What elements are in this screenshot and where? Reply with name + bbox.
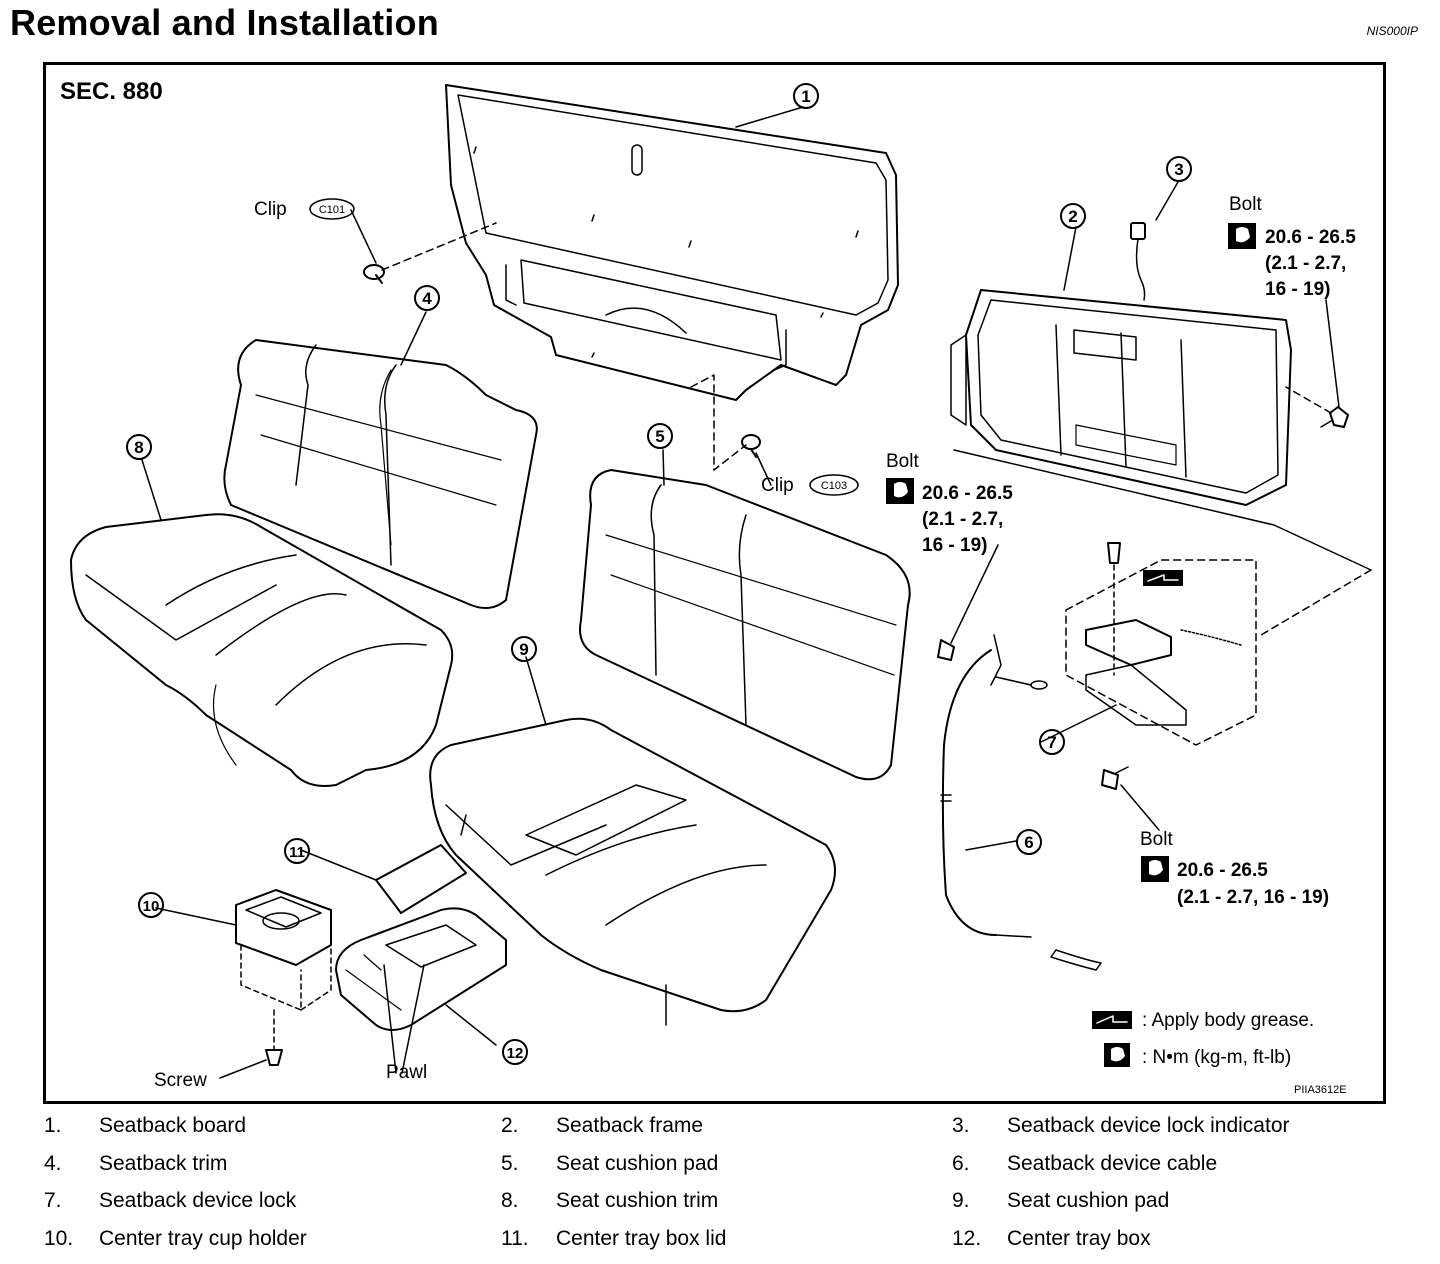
callout-2: 2 xyxy=(1068,207,1077,226)
center-tray-box-lid-drawing xyxy=(376,845,466,913)
callout-11: 11 xyxy=(289,844,305,861)
legend-grease-text: : Apply body grease. xyxy=(1142,1010,1314,1031)
callout-9: 9 xyxy=(519,640,528,659)
center-tray-box-drawing xyxy=(336,908,506,1030)
seat-cushion-trim-drawing xyxy=(71,514,452,786)
part-number: 8. xyxy=(501,1189,519,1213)
part-number: 5. xyxy=(501,1152,519,1176)
part-number: 4. xyxy=(44,1152,62,1176)
part-name: Seatback device lock indicator xyxy=(1007,1114,1290,1138)
legend-torque-text: : N•m (kg-m, ft-lb) xyxy=(1142,1047,1291,1068)
legend: : Apply body grease. : N•m (kg-m, ft-lb) xyxy=(1092,1010,1314,1068)
part-name: Seatback device cable xyxy=(1007,1152,1217,1176)
part-number: 12. xyxy=(952,1227,981,1251)
part-name: Center tray box xyxy=(1007,1227,1151,1251)
section-label: SEC. 880 xyxy=(60,78,163,105)
callout-4: 4 xyxy=(422,289,432,308)
callout-8: 8 xyxy=(134,438,143,457)
grease-icon xyxy=(1143,570,1183,586)
seat-cushion-pad-back-drawing xyxy=(580,470,910,779)
clip-c103-label: Clip xyxy=(761,475,794,496)
part-number: 7. xyxy=(44,1189,62,1213)
parts-row: 10. Center tray cup holder 11. Center tr… xyxy=(44,1227,1404,1264)
grease-icon xyxy=(1092,1011,1132,1029)
callout-5: 5 xyxy=(655,427,664,446)
callout-3: 3 xyxy=(1174,160,1183,179)
bolt-a-sub1: (2.1 - 2.7, xyxy=(1265,253,1346,274)
torque-icon xyxy=(1104,1043,1130,1067)
leader-lines xyxy=(142,107,1371,1078)
part-name: Seatback board xyxy=(99,1114,246,1138)
figure-code: PIIA3612E xyxy=(1294,1084,1347,1096)
part-number: 10. xyxy=(44,1227,73,1251)
bolt-c-torque: 20.6 - 26.5 xyxy=(1177,860,1268,881)
torque-icon xyxy=(1228,223,1256,249)
callout-1: 1 xyxy=(801,87,810,106)
part-number: 9. xyxy=(952,1189,970,1213)
clip-c101-label: Clip xyxy=(254,199,287,220)
part-name: Seat cushion pad xyxy=(556,1152,718,1176)
document-code: NIS000IP xyxy=(1367,24,1418,38)
part-name: Center tray cup holder xyxy=(99,1227,307,1251)
bolt-c-label: Bolt xyxy=(1140,829,1173,850)
clip-c101-drawing xyxy=(364,265,384,283)
part-name: Seat cushion trim xyxy=(556,1189,718,1213)
screw-label: Screw xyxy=(154,1070,207,1091)
page-title: Removal and Installation xyxy=(10,2,439,44)
parts-list: 1. Seatback board 2. Seatback frame 3. S… xyxy=(44,1114,1404,1264)
bolt-b-sub2: 16 - 19) xyxy=(922,535,987,556)
part-name: Seatback frame xyxy=(556,1114,703,1138)
bolt-a-torque: 20.6 - 26.5 xyxy=(1265,227,1356,248)
seat-cushion-pad-seat-drawing xyxy=(430,719,835,1025)
part-name: Seatback device lock xyxy=(99,1189,296,1213)
bolt-a-label: Bolt xyxy=(1229,194,1262,215)
part-number: 2. xyxy=(501,1114,519,1138)
part-number: 6. xyxy=(952,1152,970,1176)
callout-12: 12 xyxy=(507,1045,524,1062)
part-name: Seat cushion pad xyxy=(1007,1189,1169,1213)
part-name: Center tray box lid xyxy=(556,1227,726,1251)
lock-indicator-drawing xyxy=(1131,223,1145,300)
part-name: Seatback trim xyxy=(99,1152,227,1176)
part-number: 1. xyxy=(44,1114,62,1138)
callout-7: 7 xyxy=(1047,733,1056,752)
pawl-label: Pawl xyxy=(386,1062,427,1083)
center-tray-cup-holder-drawing xyxy=(236,890,331,1065)
bolt-lower-drawing xyxy=(1102,767,1128,789)
clip-c103-code: C103 xyxy=(821,480,847,492)
part-number: 11. xyxy=(501,1227,529,1251)
callout-6: 6 xyxy=(1024,833,1033,852)
clip-c101-code: C101 xyxy=(319,204,345,216)
parts-row: 4. Seatback trim 5. Seat cushion pad 6. … xyxy=(44,1152,1404,1190)
bolt-b-sub1: (2.1 - 2.7, xyxy=(922,509,1003,530)
parts-row: 1. Seatback board 2. Seatback frame 3. S… xyxy=(44,1114,1404,1152)
bolt-c-sub1: (2.1 - 2.7, 16 - 19) xyxy=(1177,887,1329,908)
torque-icon xyxy=(1141,856,1169,882)
bolt-b-label: Bolt xyxy=(886,451,919,472)
part-number: 3. xyxy=(952,1114,970,1138)
seatback-device-cable-drawing xyxy=(941,635,1101,970)
bolt-b-torque: 20.6 - 26.5 xyxy=(922,483,1013,504)
parts-row: 7. Seatback device lock 8. Seat cushion … xyxy=(44,1189,1404,1227)
callout-10: 10 xyxy=(143,898,160,915)
bolt-a-sub2: 16 - 19) xyxy=(1265,279,1330,300)
exploded-diagram: SEC. 880 xyxy=(43,62,1386,1104)
seatback-frame-drawing xyxy=(951,290,1371,570)
seatback-board-drawing xyxy=(446,85,898,400)
torque-icon xyxy=(886,478,914,504)
seatback-trim-drawing xyxy=(224,340,537,608)
